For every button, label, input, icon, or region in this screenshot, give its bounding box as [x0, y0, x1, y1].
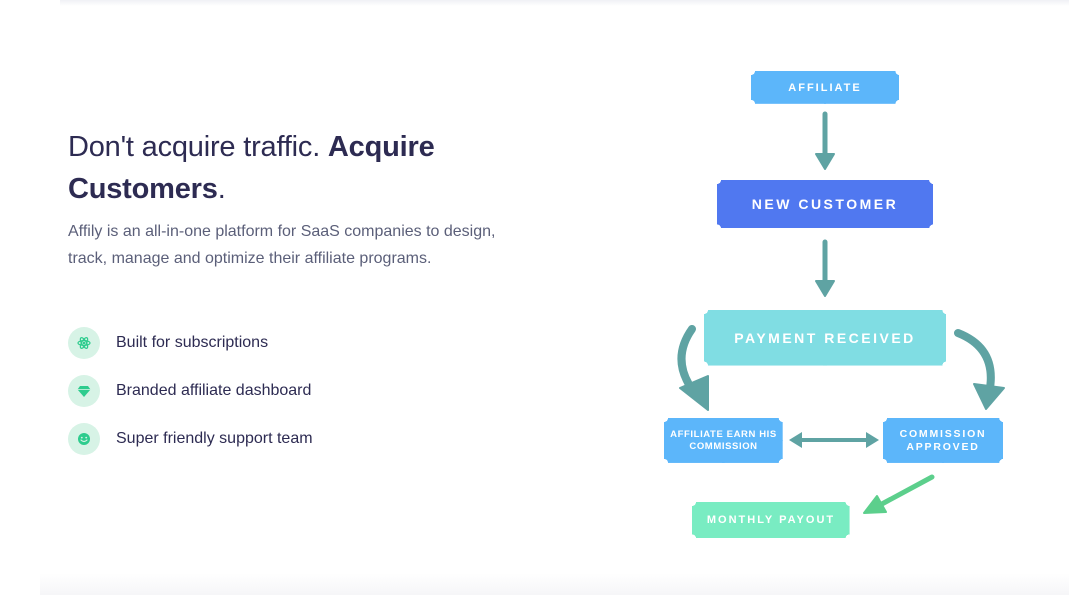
flow-step-new-customer: NEW CUSTOMER: [717, 180, 933, 228]
headline-period: .: [217, 173, 226, 205]
atom-icon: [68, 327, 100, 359]
arrow-affiliate-to-customer: [815, 111, 835, 170]
flow-step-payment-received: PAYMENT RECEIVED: [704, 310, 946, 366]
arrow-earn-commission-double: [789, 432, 879, 448]
feature-item-support: Super friendly support team: [68, 423, 313, 455]
flow-step-commission-approved: COMMISSION APPROVED: [883, 418, 1003, 463]
flow-step-affiliate: AFFILIATE: [751, 71, 899, 104]
arrow-payment-to-earn: [677, 325, 709, 411]
feature-label: Super friendly support team: [116, 430, 313, 447]
smiley-icon: [68, 423, 100, 455]
feature-list: Built for subscriptions Branded affiliat…: [68, 327, 313, 471]
feature-label: Branded affiliate dashboard: [116, 382, 312, 399]
headline-bold: Acquire Customers: [68, 131, 435, 205]
hero-headline: Don't acquire traffic. Acquire Customers…: [68, 126, 488, 210]
feature-item-subscriptions: Built for subscriptions: [68, 327, 313, 359]
diamond-icon: [68, 375, 100, 407]
feature-label: Built for subscriptions: [116, 334, 269, 351]
flow-step-monthly-payout: MONTHLY PAYOUT: [692, 502, 850, 538]
hero-description: Affily is an all-in-one platform for Saa…: [68, 223, 496, 267]
arrow-payment-to-commission: [954, 329, 1005, 410]
flow-step-affiliate-earn: AFFILIATE EARN HIS COMMISSION: [664, 418, 783, 463]
arrow-commission-to-payout: [863, 474, 935, 514]
feature-item-dashboard: Branded affiliate dashboard: [68, 375, 313, 407]
headline-regular: Don't acquire traffic.: [68, 131, 328, 163]
bottom-section-edge: [40, 573, 1069, 595]
arrow-customer-to-payment: [815, 239, 835, 297]
top-section-edge: [60, 0, 1069, 6]
